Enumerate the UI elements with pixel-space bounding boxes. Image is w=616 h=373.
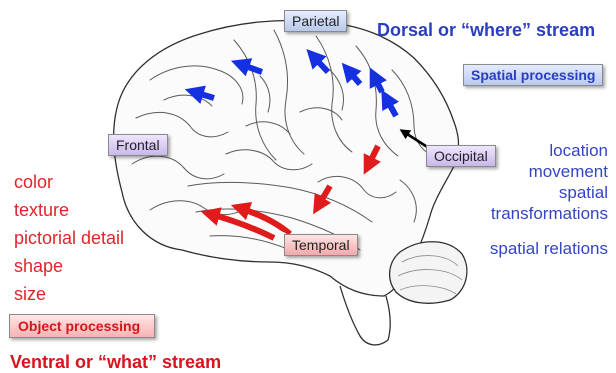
parietal-label: Parietal [284, 10, 348, 32]
ventral-arrow [230, 201, 292, 237]
ventral-stream-title: Ventral or “what” stream [10, 352, 222, 372]
dorsal-attribute: spatial [558, 183, 608, 202]
ventral-arrow [313, 184, 333, 215]
ventral-attribute: texture [14, 200, 70, 220]
ventral-arrow [200, 207, 276, 241]
dorsal-attribute: transformations [490, 204, 608, 223]
dorsal-arrow [369, 67, 387, 94]
dorsal-attribute-list: location movement spatial transformation… [440, 140, 608, 259]
occipital-label: Occipital [426, 145, 496, 167]
spatial-processing-label: Spatial processing [463, 64, 604, 86]
ventral-attribute-list: color texture pictorial detail shape siz… [14, 168, 124, 308]
ventral-arrows [200, 144, 381, 241]
ventral-attribute: color [14, 172, 54, 192]
dorsal-arrow [230, 58, 264, 77]
brain-outline [112, 19, 468, 346]
dorsal-attribute: location [549, 141, 608, 160]
dorsal-attribute: spatial relations [489, 239, 608, 258]
dorsal-stream-title: Dorsal or “where” stream [377, 20, 596, 40]
object-processing-label: Object processing [9, 314, 156, 338]
ventral-attribute: size [14, 284, 47, 304]
dorsal-arrow [184, 85, 215, 104]
brain-folds [131, 29, 439, 251]
temporal-label: Temporal [284, 234, 358, 256]
dorsal-arrows [184, 48, 400, 118]
dorsal-arrow [341, 62, 363, 86]
frontal-label: Frontal [108, 134, 168, 156]
ventral-arrow [363, 144, 381, 175]
dorsal-attribute: movement [528, 162, 608, 181]
ventral-attribute: shape [14, 256, 64, 276]
ventral-attribute: pictorial detail [14, 228, 125, 248]
dorsal-arrow [306, 48, 331, 75]
dorsal-arrow [381, 89, 400, 118]
